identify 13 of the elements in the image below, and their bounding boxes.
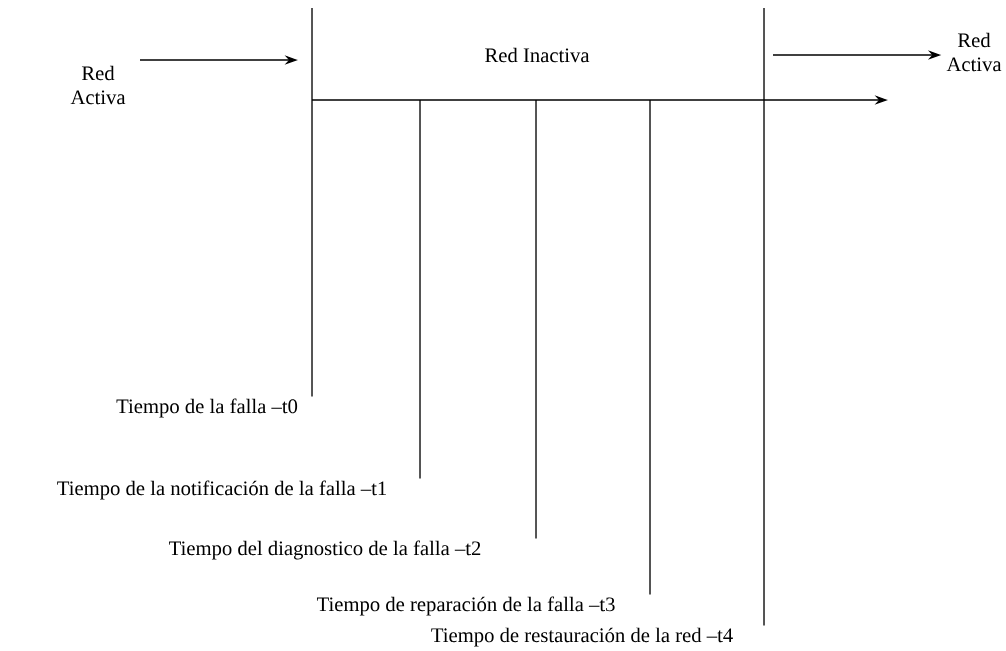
leader-line bbox=[763, 7, 765, 627]
event-label: Tiempo de la falla –t0 bbox=[116, 398, 298, 418]
state-label: Red Activa bbox=[70, 65, 126, 105]
event-label: Tiempo de reparación de la falla –t3 bbox=[317, 596, 615, 616]
event-label: Tiempo de la notificación de la falla –t1 bbox=[57, 480, 386, 500]
state-label: Red Activa bbox=[946, 32, 1002, 72]
leader-line bbox=[535, 99, 537, 540]
leader-line bbox=[649, 99, 651, 596]
event-label: Tiempo del diagnostico de la falla –t2 bbox=[169, 540, 481, 560]
leader-line bbox=[311, 7, 313, 398]
event-label: Tiempo de restauración de la red –t4 bbox=[431, 627, 733, 647]
state-label: Red Inactiva bbox=[485, 47, 590, 63]
leader-line bbox=[419, 99, 421, 480]
